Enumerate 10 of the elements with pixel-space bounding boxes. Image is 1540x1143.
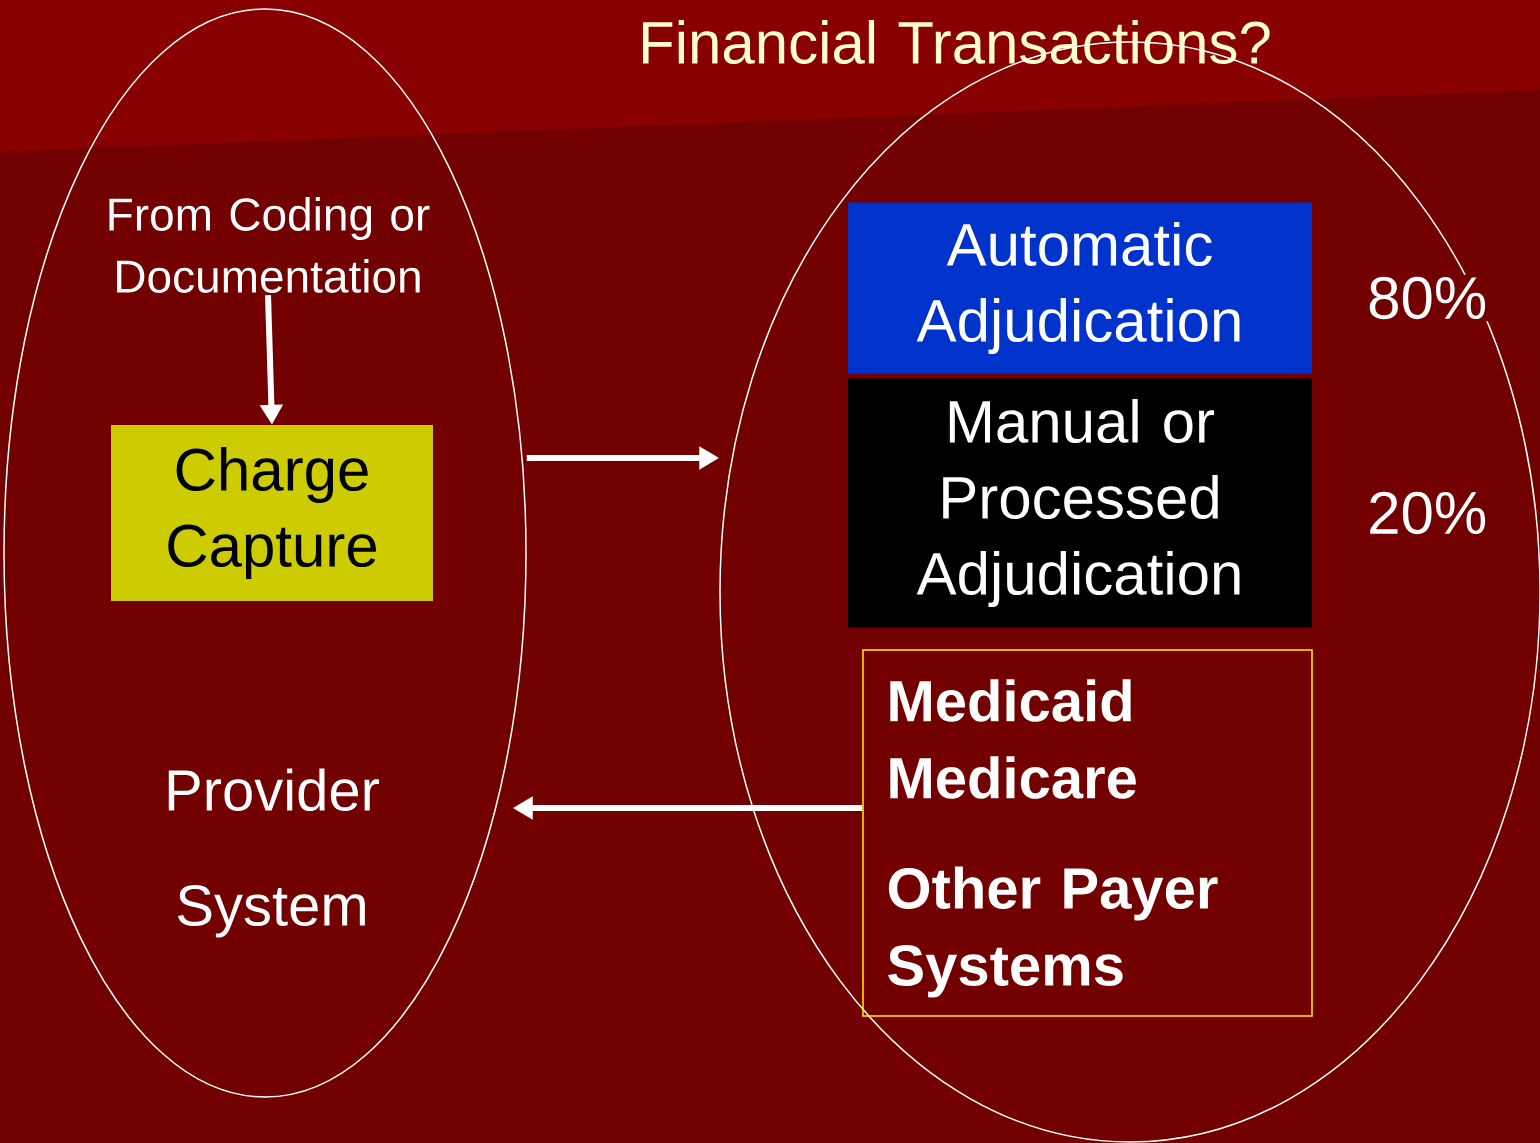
process-box: Charge Capture	[111, 425, 433, 601]
node-label: From Coding or Documentation	[109, 197, 430, 293]
node-label: Medicaid Medicare	[890, 679, 1136, 799]
node-label: Provider System	[168, 768, 379, 938]
percentage: 20%	[1365, 489, 1490, 537]
process-box: Manual or Processed Adjudication	[848, 378, 1312, 628]
percentage: 80%	[1365, 274, 1490, 322]
node-label: Other Payer Systems	[888, 866, 1218, 998]
title: Financial Transactions?	[642, 19, 1270, 65]
process-box: Automatic Adjudication	[848, 202, 1312, 374]
